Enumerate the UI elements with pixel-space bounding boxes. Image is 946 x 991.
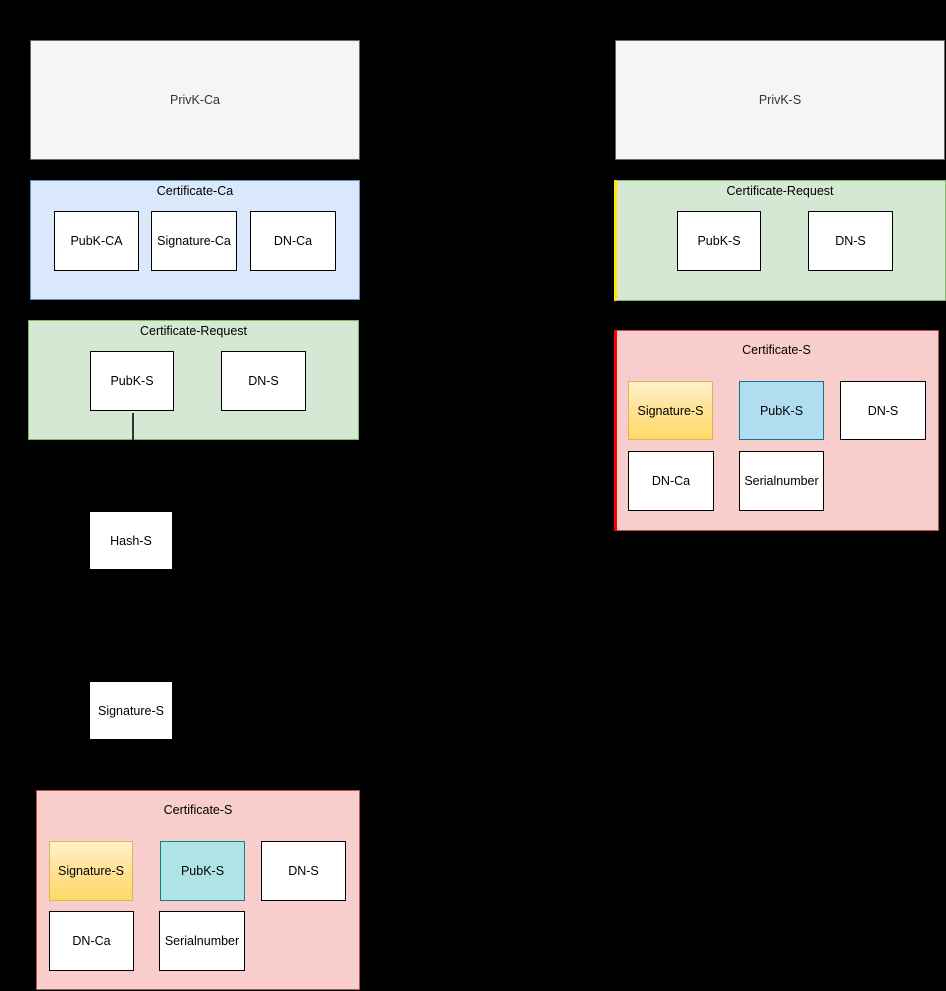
dn-s-node: DN-S bbox=[261, 841, 346, 901]
dn-s-label: DN-S bbox=[248, 374, 279, 388]
connector-line bbox=[132, 413, 134, 440]
ca-certificate-request-title: Certificate-Request bbox=[140, 324, 247, 338]
signature-ca-label: Signature-Ca bbox=[157, 234, 231, 248]
ca-certificate-s-title: Certificate-S bbox=[163, 803, 233, 817]
dn-ca-node: DN-Ca bbox=[628, 451, 714, 511]
dn-s-node: DN-S bbox=[840, 381, 926, 440]
privk-s-label: PrivK-S bbox=[758, 93, 802, 107]
dn-ca-label: DN-Ca bbox=[273, 234, 313, 248]
serialnumber-label: Serialnumber bbox=[164, 934, 240, 948]
dn-ca-node: DN-Ca bbox=[49, 911, 134, 971]
privk-ca-label: PrivK-Ca bbox=[169, 93, 220, 107]
serialnumber-label: Serialnumber bbox=[744, 474, 819, 488]
signature-ca-node: Signature-Ca bbox=[151, 211, 237, 271]
pubk-s-node: PubK-S bbox=[90, 351, 174, 411]
dn-s-node: DN-S bbox=[808, 211, 893, 271]
dn-s-label: DN-S bbox=[867, 403, 899, 418]
dn-s-node: DN-S bbox=[221, 351, 306, 411]
serialnumber-node: Serialnumber bbox=[159, 911, 245, 971]
red-edge-line bbox=[614, 330, 617, 531]
serialnumber-node: Serialnumber bbox=[739, 451, 824, 511]
dn-ca-label: DN-Ca bbox=[72, 934, 111, 948]
yellow-edge-line bbox=[614, 180, 617, 301]
signature-s-label: Signature-S bbox=[97, 703, 164, 718]
pubk-s-node: PubK-S bbox=[160, 841, 245, 901]
privk-s-box: PrivK-S bbox=[615, 40, 945, 160]
pubk-s-node: PubK-S bbox=[677, 211, 761, 271]
signature-s-label: Signature-S bbox=[57, 864, 124, 878]
signature-s-node: Signature-S bbox=[49, 841, 133, 901]
pubk-s-label: PubK-S bbox=[759, 403, 804, 418]
hash-s-node: Hash-S bbox=[89, 511, 173, 570]
hash-s-label: Hash-S bbox=[110, 533, 152, 548]
privk-ca-box: PrivK-Ca bbox=[30, 40, 360, 160]
pubk-s-node: PubK-S bbox=[739, 381, 824, 440]
ca-certificate-s-box: Certificate-S Signature-S PubK-S DN-S DN… bbox=[36, 790, 360, 990]
pubk-s-label: PubK-S bbox=[697, 234, 741, 248]
dn-s-label: DN-S bbox=[288, 864, 319, 878]
pubk-ca-label: PubK-CA bbox=[70, 234, 123, 248]
dn-s-label: DN-S bbox=[835, 234, 866, 248]
dn-ca-label: DN-Ca bbox=[651, 474, 691, 488]
ca-certificate-request-box: Certificate-Request PubK-S DN-S bbox=[28, 320, 359, 440]
pubk-ca-node: PubK-CA bbox=[54, 211, 139, 271]
pubk-s-label: PubK-S bbox=[110, 374, 154, 388]
signature-s-node: Signature-S bbox=[89, 681, 173, 740]
dn-ca-node: DN-Ca bbox=[250, 211, 336, 271]
server-certificate-s-box: Certificate-S Signature-S PubK-S DN-S DN… bbox=[614, 330, 939, 531]
server-certificate-request-box: Certificate-Request PubK-S DN-S bbox=[614, 180, 946, 301]
pubk-s-label: PubK-S bbox=[180, 864, 225, 878]
certificate-ca-box: Certificate-Ca PubK-CA Signature-Ca DN-C… bbox=[30, 180, 360, 300]
signature-s-node: Signature-S bbox=[628, 381, 713, 440]
signature-s-label: Signature-S bbox=[637, 403, 704, 418]
server-certificate-s-title: Certificate-S bbox=[742, 343, 811, 357]
server-certificate-request-title: Certificate-Request bbox=[726, 184, 834, 198]
certificate-ca-title: Certificate-Ca bbox=[156, 184, 234, 198]
